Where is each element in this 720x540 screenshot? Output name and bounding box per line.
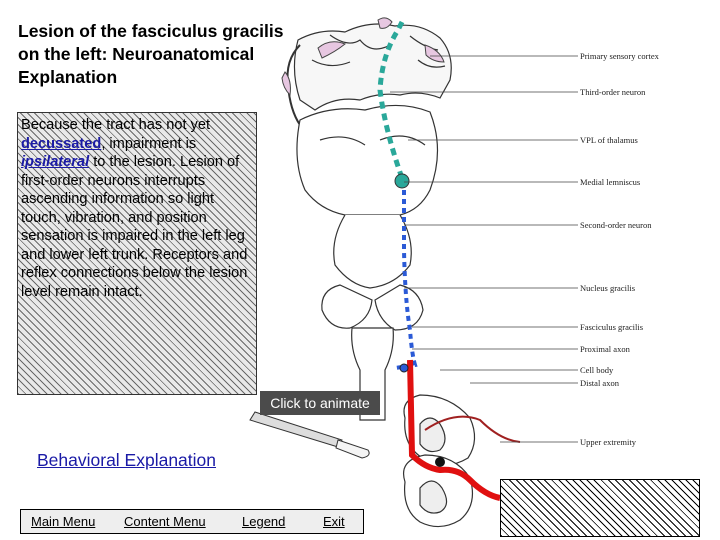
label-distal-axon: Distal axon xyxy=(580,378,620,388)
label-upper-extremity: Upper extremity xyxy=(580,437,637,447)
main-menu-link[interactable]: Main Menu xyxy=(31,514,96,529)
brainstem-drawing xyxy=(296,104,439,421)
spinal-cord-drawing xyxy=(403,394,476,528)
title-line-1: Lesion of the fasciculus gracilis xyxy=(18,21,284,41)
title-line-2: on the left: Neuroanatomical xyxy=(18,44,255,64)
explanation-text-3: to the lesion. Lesion of first-order neu… xyxy=(21,154,248,300)
decussated-link[interactable]: decussated xyxy=(21,135,102,152)
label-third-order-neuron: Third-order neuron xyxy=(580,87,646,97)
title-line-3: Explanation xyxy=(18,67,118,87)
label-leaders xyxy=(390,55,578,443)
label-second-order-neuron: Second-order neuron xyxy=(580,220,652,230)
page-title: Lesion of the fasciculus gracilis on the… xyxy=(18,20,348,89)
label-cell-body: Cell body xyxy=(580,365,614,375)
nucleus-gracilis-dot xyxy=(399,363,409,373)
third-order-neuron-path xyxy=(377,16,407,179)
label-proximal-axon: Proximal axon xyxy=(580,344,631,354)
label-medial-lemniscus: Medial lemniscus xyxy=(580,177,640,187)
explanation-text-2: , impairment is xyxy=(101,135,197,152)
legend-link[interactable]: Legend xyxy=(242,514,286,529)
cell-body-dot xyxy=(435,457,445,467)
upper-extremity-path xyxy=(424,415,521,443)
scalpel-icon xyxy=(249,411,370,459)
cortex-highlight xyxy=(281,17,445,97)
exit-link[interactable]: Exit xyxy=(323,514,345,529)
content-menu-link[interactable]: Content Menu xyxy=(124,514,206,529)
vpl-junction-dot xyxy=(394,173,410,189)
nav-bar: Main Menu Content Menu Legend Exit xyxy=(20,509,364,534)
label-nucleus-gracilis: Nucleus gracilis xyxy=(580,283,635,293)
label-vpl-thalamus: VPL of thalamus xyxy=(580,135,638,145)
label-primary-sensory-cortex: Primary sensory cortex xyxy=(580,51,660,61)
ipsilateral-link[interactable]: ipsilateral xyxy=(21,154,90,170)
hatched-box xyxy=(500,479,700,537)
label-fasciculus-gracilis: Fasciculus gracilis xyxy=(580,322,643,332)
explanation-panel: Because the tract has not yet decussated… xyxy=(17,112,257,395)
behavioral-explanation-link[interactable]: Behavioral Explanation xyxy=(37,450,217,470)
first-order-neuron-path xyxy=(407,359,501,501)
animate-button[interactable]: Click to animate xyxy=(260,391,380,415)
explanation-text-1: Because the tract has not yet xyxy=(21,117,211,133)
